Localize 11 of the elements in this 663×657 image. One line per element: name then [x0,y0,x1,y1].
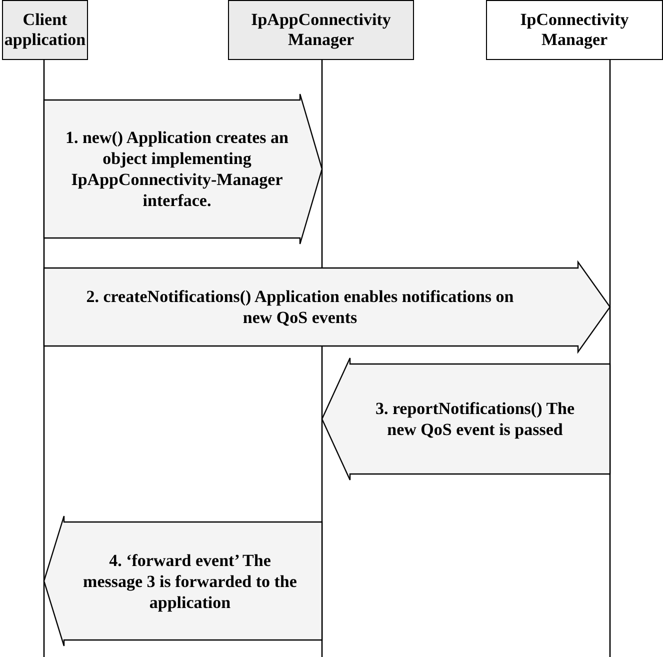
edge-label: 1. new() Application creates an object implementing IpAppConnectivity-Manager interface. [64,127,290,211]
message-arrow [43,93,323,245]
message-arrow [43,260,611,354]
participant-box: IpConnectivity Manager [486,0,663,60]
edge-label: 4. ‘forward event’ The message 3 is forwarded to the application [82,550,298,612]
message-arrow [321,357,611,481]
edge-label: 3. reportNotifications() The new QoS event is passed [374,398,576,440]
participant-box: IpAppConnectivity Manager [228,0,414,60]
participant-box: Client application [2,0,88,60]
edge-label: 2. createNotifications() Application enables notifications on new QoS events [85,286,515,328]
message-arrow [43,515,323,647]
